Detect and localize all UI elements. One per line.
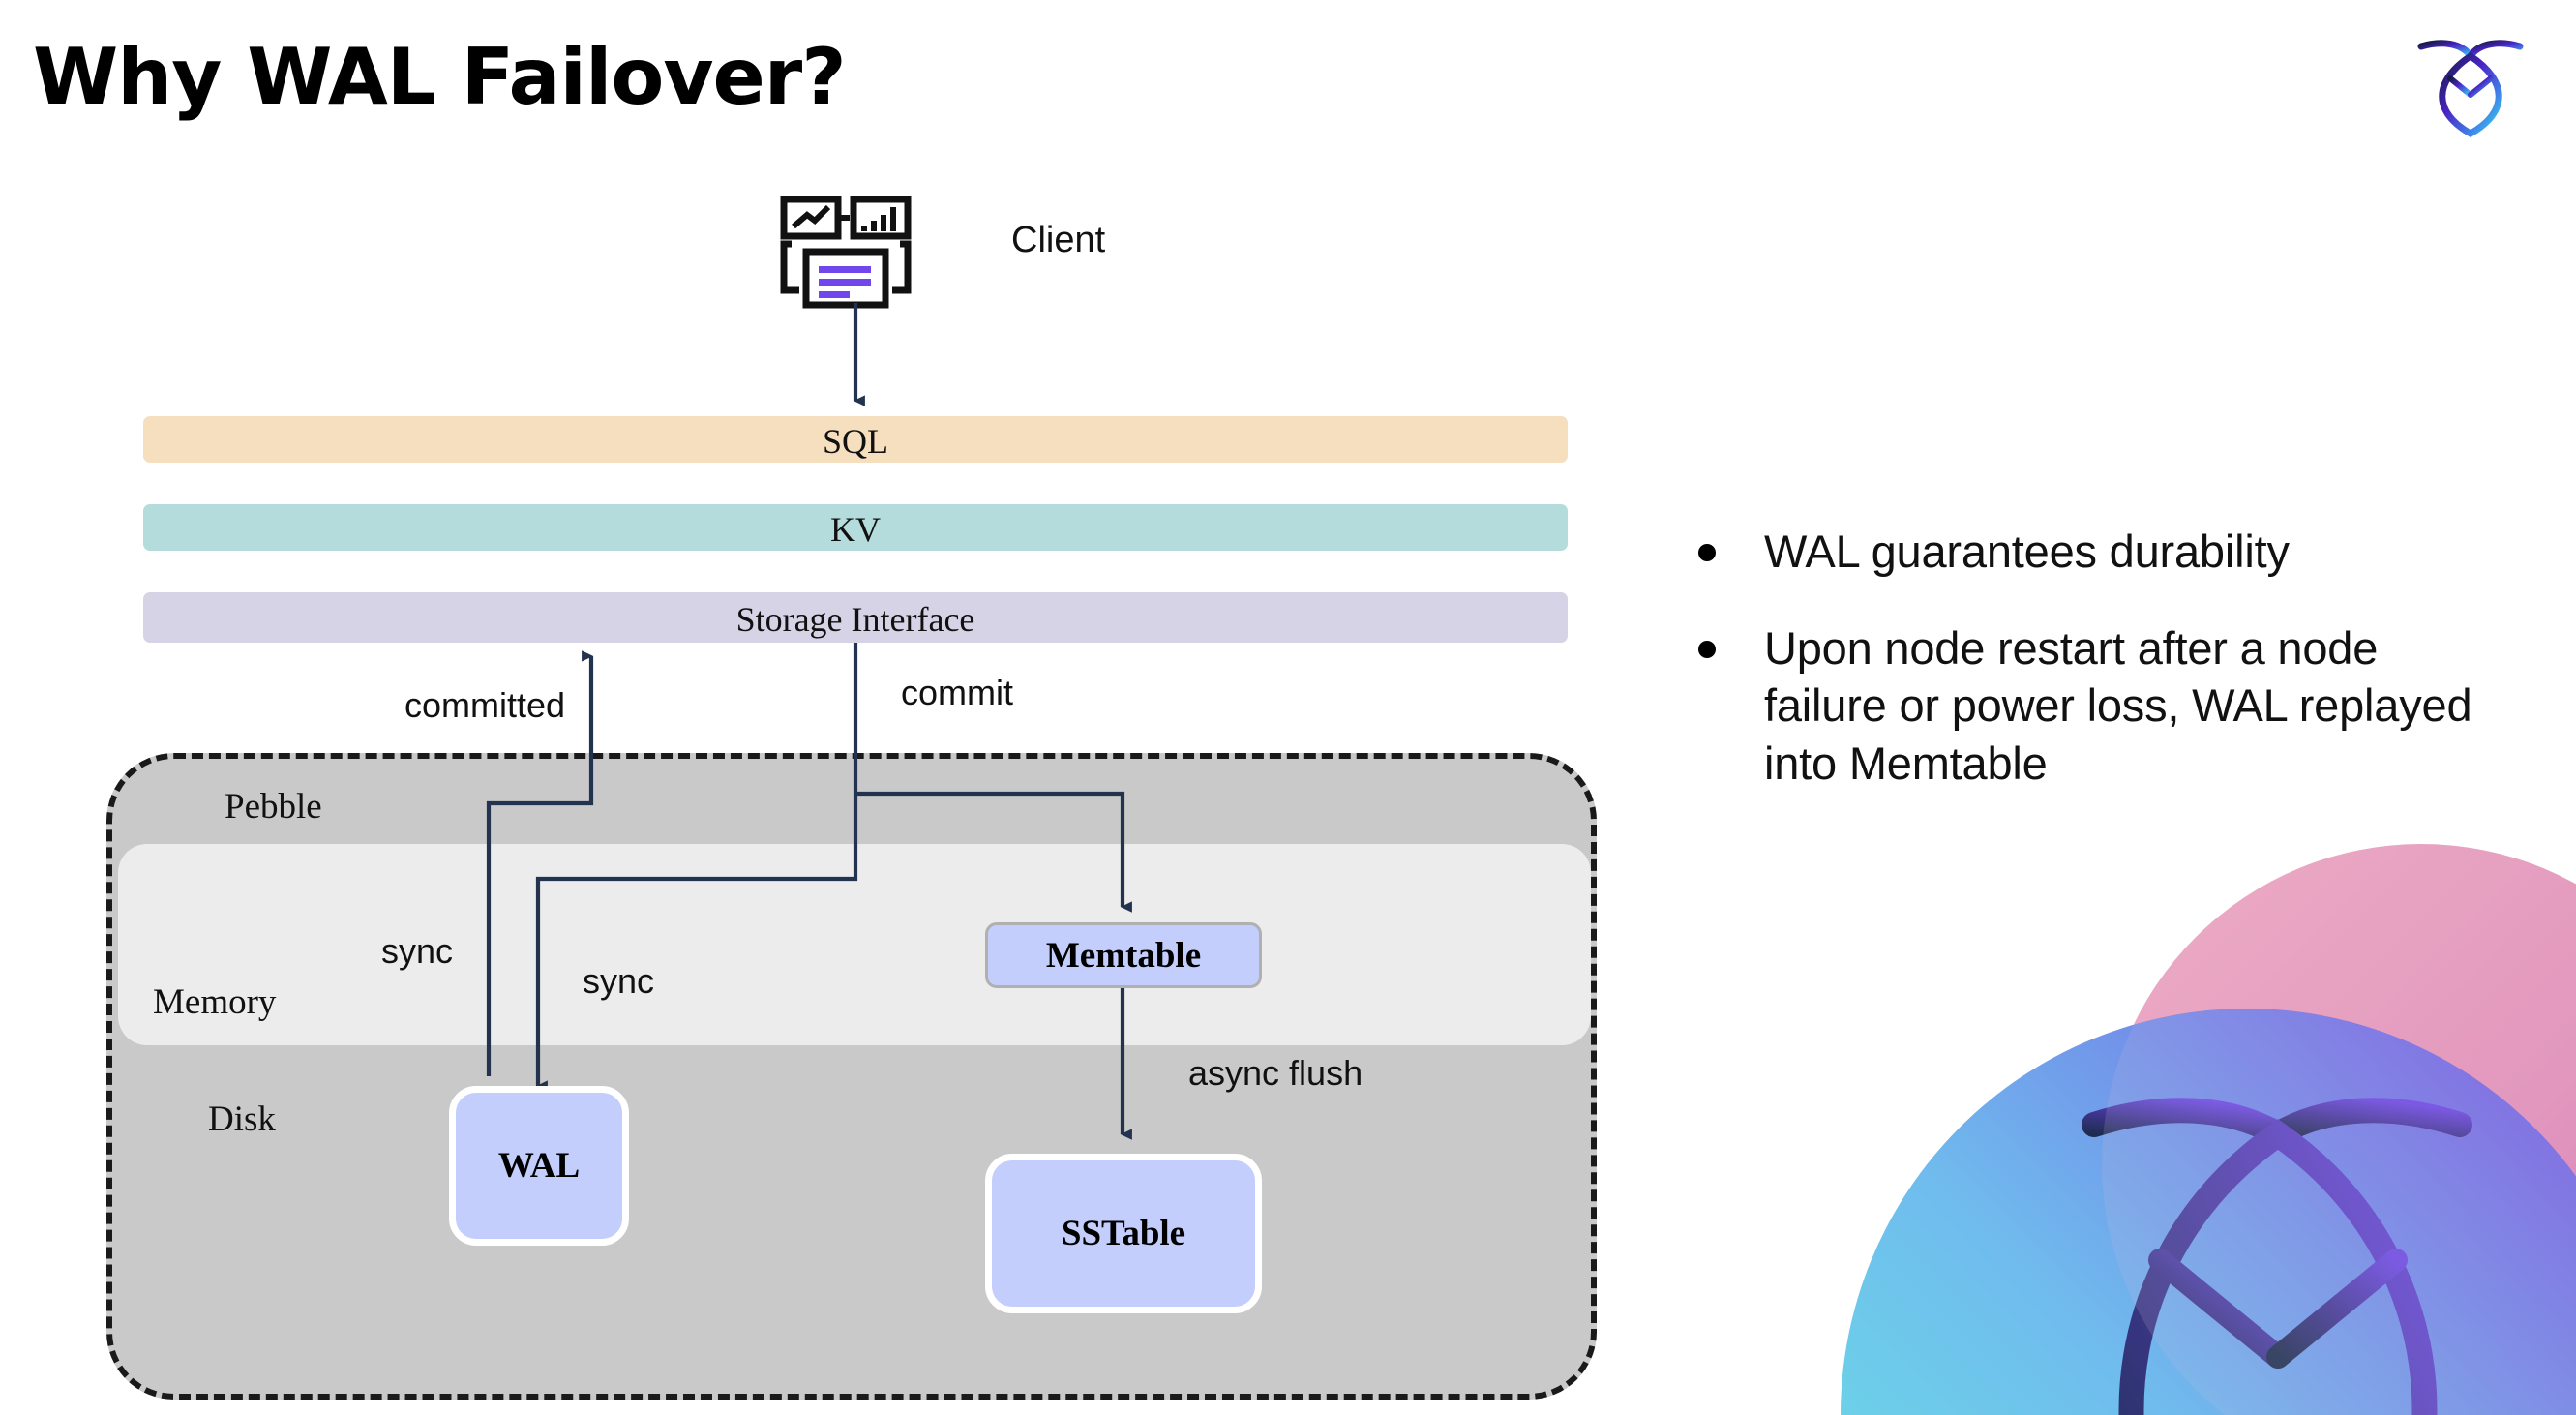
bullet-text: Upon node restart after a node failure o…	[1764, 621, 2472, 790]
page-title: Why WAL Failover?	[33, 32, 847, 122]
list-item: Upon node restart after a node failure o…	[1698, 619, 2501, 793]
disk-label: Disk	[208, 1099, 276, 1139]
edge-label-async-flush: async flush	[1188, 1053, 1363, 1093]
edge-label-commit: commit	[901, 673, 1013, 712]
list-item: WAL guarantees durability	[1698, 523, 2501, 581]
cockroachdb-logo	[2408, 27, 2533, 143]
layer-bar-sql-label: SQL	[822, 422, 888, 461]
bullet-dot-icon	[1698, 640, 1716, 658]
client-label: Client	[1011, 220, 1106, 260]
node-memtable-label: Memtable	[1045, 935, 1202, 976]
bullet-dot-icon	[1698, 544, 1716, 561]
node-wal-label: WAL	[497, 1146, 581, 1186]
layer-bar-storage-interface: Storage Interface	[143, 592, 1568, 643]
edge-label-committed: committed	[404, 685, 566, 725]
bullet-list: WAL guarantees durability Upon node rest…	[1698, 523, 2501, 831]
layer-bar-sql: SQL	[143, 416, 1568, 463]
edge-label-sync-right: sync	[583, 961, 655, 1001]
client-dashboard-icon	[770, 194, 925, 310]
layer-bar-kv: KV	[143, 504, 1568, 551]
pebble-label: Pebble	[225, 787, 322, 827]
node-sstable-label: SSTable	[1061, 1214, 1186, 1253]
edge-label-sync-left: sync	[381, 931, 454, 971]
node-sstable: SSTable	[985, 1154, 1262, 1313]
bullet-text: WAL guarantees durability	[1764, 526, 2290, 577]
node-memtable: Memtable	[985, 922, 1262, 988]
decorative-corner-graphic	[1841, 815, 2576, 1415]
diagram-arrows	[486, 303, 1132, 1140]
layer-bar-storage-interface-label: Storage Interface	[735, 600, 975, 639]
node-wal: WAL	[449, 1086, 629, 1246]
layer-bar-kv-label: KV	[830, 510, 881, 549]
memory-label: Memory	[153, 982, 277, 1022]
